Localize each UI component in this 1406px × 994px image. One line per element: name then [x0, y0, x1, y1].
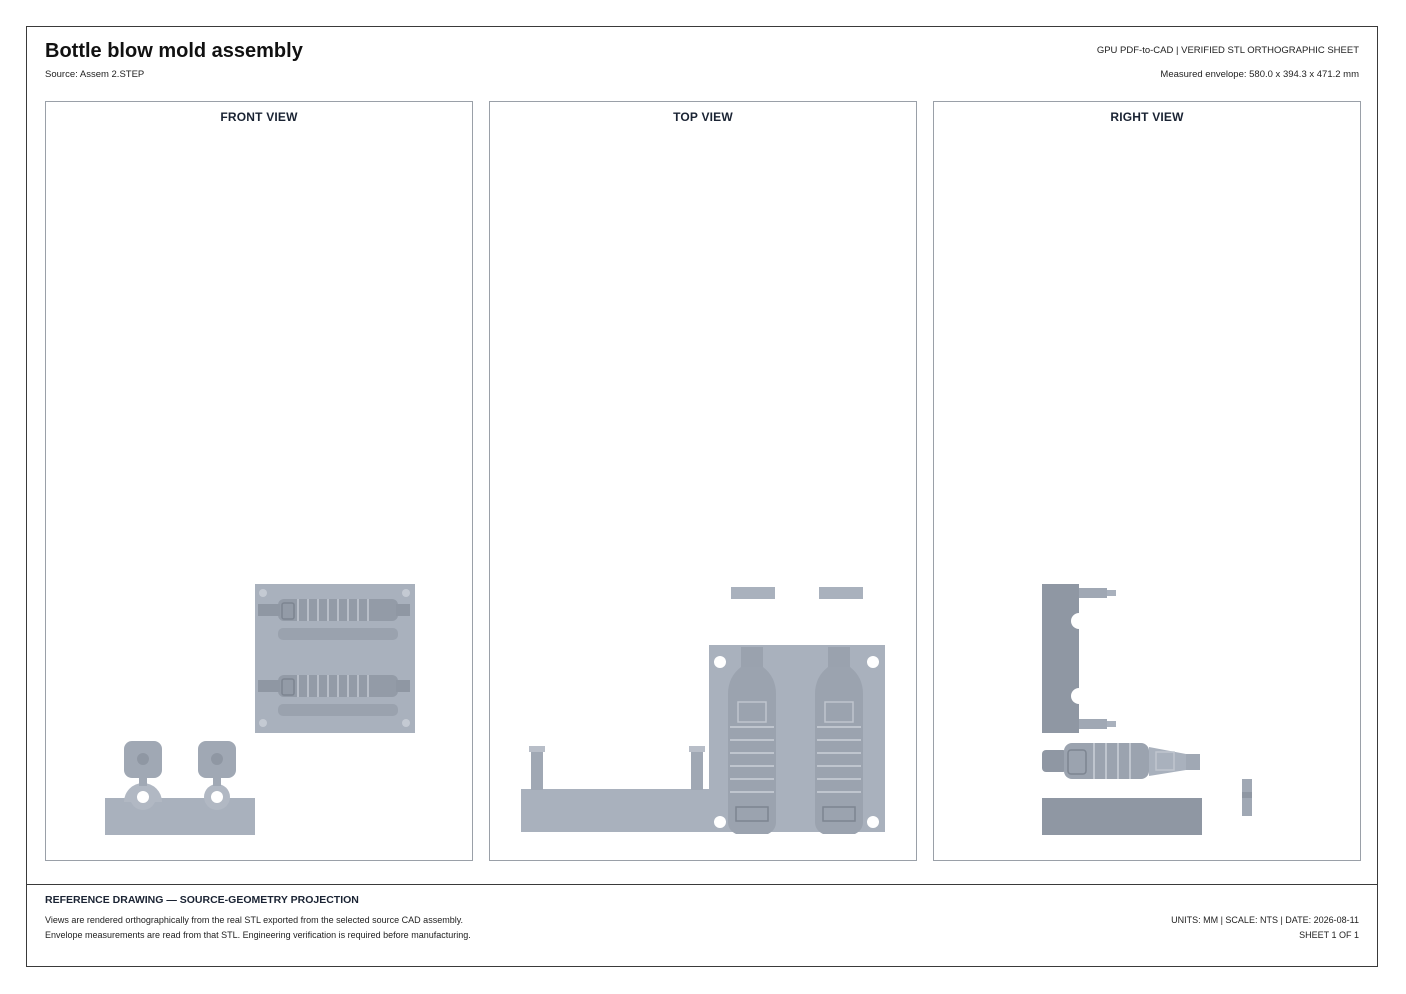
drawing-title: Bottle blow mold assembly [45, 40, 303, 62]
right-view-title: RIGHT VIEW [1110, 110, 1184, 124]
front-base-assembly [105, 741, 255, 835]
source-file-label: Source: Assem 2.STEP [45, 69, 145, 80]
footer-note-line-1: Views are rendered orthographically from… [45, 915, 464, 925]
top-base-rail [521, 746, 711, 832]
top-caps [731, 587, 863, 599]
right-view-render [1042, 584, 1252, 835]
drawing-sheet: Bottle blow mold assembly Source: Assem … [26, 26, 1378, 967]
right-view-panel: RIGHT VIEW [933, 101, 1361, 861]
front-view-panel: FRONT VIEW [45, 101, 473, 861]
right-base [1042, 779, 1252, 835]
right-bottle [1042, 743, 1200, 779]
front-view-title: FRONT VIEW [220, 110, 298, 124]
footer-note-line-2: Envelope measurements are read from that… [45, 930, 471, 940]
top-view-panel: TOP VIEW [489, 101, 917, 861]
front-view-render [105, 584, 415, 835]
right-mold-side [1042, 584, 1116, 733]
footer-meta: UNITS: MM | SCALE: NTS | DATE: 2026-08-1… [1171, 915, 1359, 925]
front-mold-block [255, 584, 415, 733]
top-mold-plate [709, 645, 885, 834]
title-block-footer: REFERENCE DRAWING — SOURCE-GEOMETRY PROJ… [27, 884, 1377, 967]
top-view-render [521, 587, 885, 834]
footer-title: REFERENCE DRAWING — SOURCE-GEOMETRY PROJ… [45, 894, 359, 906]
sheet-type-label: GPU PDF-to-CAD | VERIFIED STL ORTHOGRAPH… [1096, 45, 1359, 56]
top-view-title: TOP VIEW [673, 110, 733, 124]
footer-sheet-number: SHEET 1 OF 1 [1299, 930, 1359, 940]
envelope-label: Measured envelope: 580.0 x 394.3 x 471.2… [1160, 69, 1359, 80]
